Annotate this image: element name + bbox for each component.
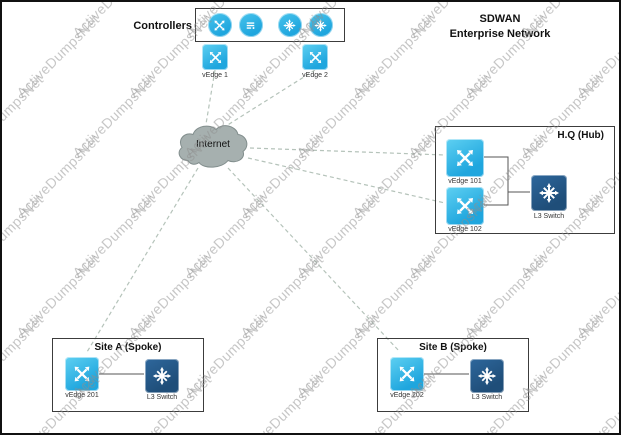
site-b-switch-label: L3 Switch [471,394,503,401]
internet-label: Internet [196,139,230,150]
vedge101-label: vEdge 101 [448,178,482,185]
hq-switch-label: L3 Switch [533,213,565,220]
hq-title: H.Q (Hub) [557,130,604,141]
link-vedge2-internet [225,69,316,127]
vedge102-router-icon [446,187,484,225]
hq-l3-switch-icon [531,175,567,211]
site-a-switch-label: L3 Switch [146,394,178,401]
diagram-title-line2: Enterprise Network [449,27,551,40]
controller-icon-2 [238,13,263,37]
vedge102-label: vEdge 102 [448,226,482,233]
vedge202-label: vEdge 202 [390,392,424,399]
vedge201-router-icon [65,357,99,391]
vedge1-label: vEdge 1 [202,72,228,79]
controllers-label: Controllers [133,20,192,32]
vedge101-router-icon [446,139,484,177]
site-b-box: Site B (Spoke) vEdge 202 L3 Switch [377,338,529,412]
vedge202-router-icon [390,357,424,391]
link-internet-vedge101 [249,147,446,156]
hq-hub-box: H.Q (Hub) vEdge 101 vEdge 102 L3 Switch [435,126,615,234]
vedge201-label: vEdge 201 [65,392,99,399]
site-a-title: Site A (Spoke) [94,342,162,353]
controller-icon-1 [207,13,232,37]
vedge2-label: vEdge 2 [302,72,328,79]
internet-cloud-icon [172,116,254,173]
diagram-title: SDWAN Enterprise Network [420,12,580,42]
site-b-title: Site B (Spoke) [419,342,487,353]
vedge2-router-icon [302,44,328,70]
site-a-box: Site A (Spoke) vEdge 201 L3 Switch [52,338,204,412]
controller-icon-4 [308,13,333,37]
controllers-box [195,8,345,42]
link-internet-vedge102 [247,157,446,204]
site-a-l3-switch-icon [145,359,179,393]
site-b-l3-switch-icon [470,359,504,393]
link-vedge1-internet [205,69,216,125]
link-vedge102-l3switch [483,192,509,206]
vedge1-router-icon [202,44,228,70]
controller-icon-3 [277,13,302,37]
link-vedge101-l3switch [483,156,530,193]
link-internet-sitea [86,167,199,353]
link-internet-siteb [227,167,401,353]
diagram-title-line1: SDWAN [479,13,521,25]
